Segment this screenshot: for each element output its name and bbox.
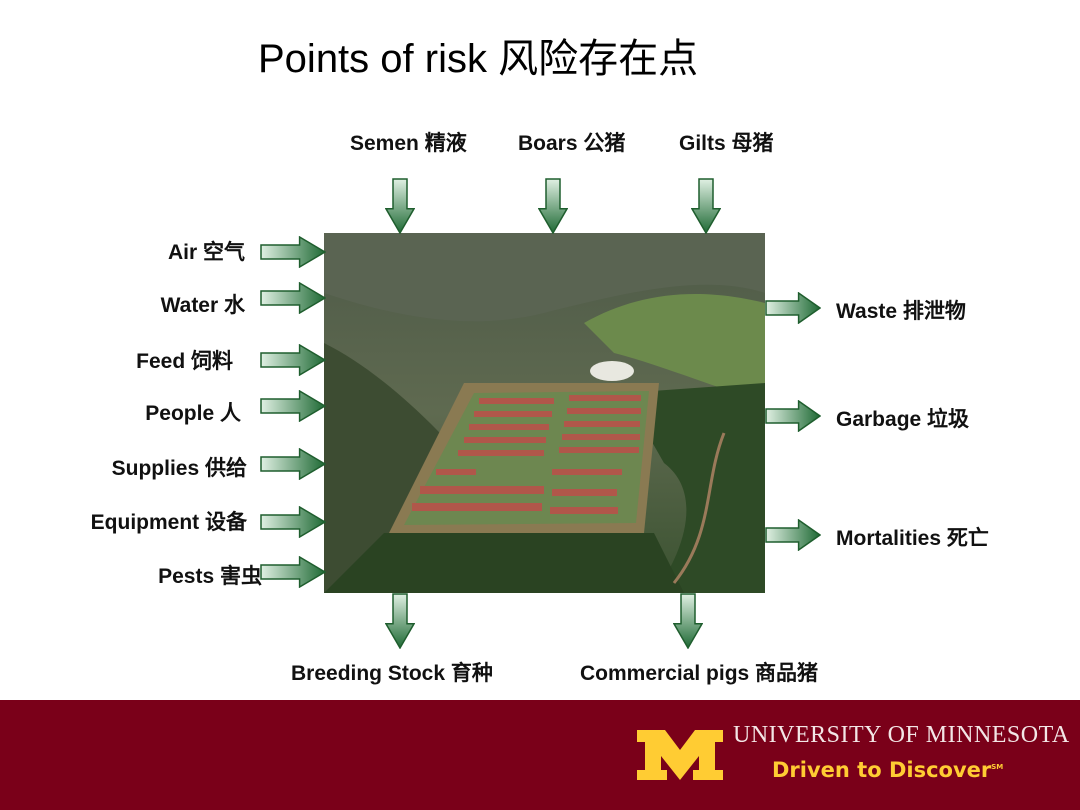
farm-aerial-photo [324, 233, 765, 593]
input-arrow-top [538, 178, 568, 234]
tagline: Driven to DiscoverSM [772, 758, 1003, 782]
label-commercial-pigs: Commercial pigs 商品猪 [580, 662, 819, 685]
label-equipment: Equipment 设备 [90, 511, 247, 534]
label-mortalities: Mortalities 死亡 [836, 527, 989, 550]
input-arrow-left [260, 390, 326, 422]
label-breeding-stock: Breeding Stock 育种 [291, 662, 493, 685]
input-arrow-left [260, 448, 326, 480]
input-arrow-top [691, 178, 721, 234]
output-arrow-right [765, 292, 821, 324]
label-semen: Semen 精液 [350, 132, 467, 155]
slide-title: Points of risk 风险存在点 [258, 37, 699, 81]
footer-banner: UNIVERSITY OF MINNESOTA Driven to Discov… [0, 700, 1080, 810]
label-pests: Pests 害虫 [158, 565, 262, 588]
input-arrow-left [260, 236, 326, 268]
input-arrow-left [260, 344, 326, 376]
label-feed: Feed 饲料 [136, 350, 233, 373]
output-arrow-right [765, 400, 821, 432]
label-water: Water 水 [160, 294, 245, 317]
label-gilts: Gilts 母猪 [679, 132, 774, 155]
university-name: UNIVERSITY OF MINNESOTA [733, 722, 1070, 748]
label-people: People 人 [145, 402, 241, 425]
label-boars: Boars 公猪 [518, 132, 626, 155]
label-air: Air 空气 [167, 241, 245, 264]
output-arrow-right [765, 519, 821, 551]
label-garbage: Garbage 垃圾 [836, 408, 970, 431]
input-arrow-left [260, 556, 326, 588]
service-mark: SM [991, 763, 1004, 771]
university-m-logo [637, 730, 723, 780]
input-arrow-top [385, 178, 415, 234]
input-arrow-left [260, 506, 326, 538]
output-arrow-bottom [385, 593, 415, 649]
label-supplies: Supplies 供给 [111, 457, 247, 480]
label-waste: Waste 排泄物 [836, 300, 966, 323]
input-arrow-left [260, 282, 326, 314]
tagline-text: Driven to Discover [772, 758, 992, 782]
output-arrow-bottom [673, 593, 703, 649]
